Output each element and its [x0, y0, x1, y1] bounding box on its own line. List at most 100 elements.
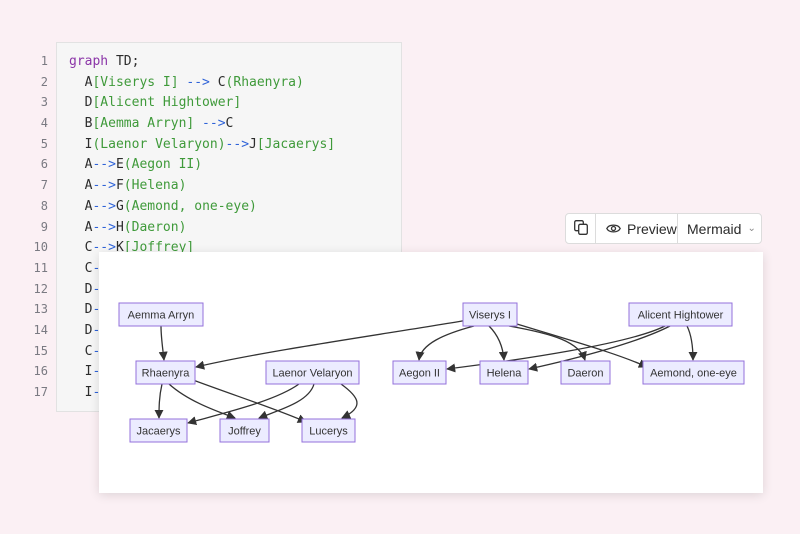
code-token: (Daeron): [123, 219, 187, 235]
code-token: -: [92, 385, 101, 400]
line-number: 3: [40, 95, 48, 110]
code-token: -->: [225, 136, 250, 152]
code-line: D-: [69, 280, 401, 301]
code-token: C: [69, 240, 93, 256]
code-line: D-: [69, 300, 401, 321]
node-F: Helena: [479, 360, 529, 385]
code-token: -->: [178, 74, 218, 90]
code-line: C-: [69, 259, 401, 280]
code-token: [Joffrey]: [123, 240, 195, 256]
code-line: D-: [69, 321, 401, 342]
code-token: A: [69, 198, 93, 214]
node-B: Aemma Arryn: [118, 302, 204, 327]
edge-C-L: [192, 379, 307, 423]
code-token: I: [69, 385, 93, 400]
line-number: 1: [40, 54, 48, 68]
node-box: [462, 302, 518, 327]
code-token: -: [92, 343, 101, 359]
line-number: 5: [40, 136, 48, 151]
preview-button[interactable]: Preview: [596, 214, 678, 243]
node-box: [479, 360, 529, 385]
code-token: [Aemma Arryn]: [92, 116, 195, 132]
code-line: C-->K[Joffrey]: [69, 238, 401, 259]
code-token: -->: [92, 157, 116, 173]
node-box: [129, 418, 188, 443]
node-A: Viserys I: [462, 302, 518, 327]
line-number: 13: [33, 302, 48, 317]
node-label: Rhaenyra: [142, 368, 191, 380]
code-token: -: [92, 364, 101, 380]
node-H: Daeron: [560, 360, 611, 385]
code-token: I: [69, 364, 93, 380]
edge-I-J: [187, 383, 300, 426]
code-token: (Helena): [123, 178, 187, 194]
code-line: A-->G(Aemond, one-eye): [69, 197, 401, 218]
code-token: [Alicent Hightower]: [92, 95, 242, 111]
preview-label: Preview: [627, 220, 677, 237]
code-token: -->: [92, 198, 116, 214]
edge-C-J: [154, 383, 164, 419]
chevron-down-icon: ⌄: [747, 223, 756, 234]
line-number: 17: [33, 385, 48, 399]
code-token: C: [69, 343, 93, 359]
edge-A-H: [508, 325, 587, 361]
node-label: Jacaerys: [136, 426, 181, 438]
node-L: Lucerys: [301, 418, 356, 443]
node-I: Laenor Velaryon: [265, 360, 360, 385]
copy-icon: [573, 219, 588, 238]
node-label: Aegon II: [399, 368, 440, 380]
line-number: 15: [33, 343, 48, 358]
code-token: A: [69, 219, 93, 235]
edge-I-L: [340, 383, 358, 419]
node-E: Aegon II: [392, 360, 447, 385]
code-line: graph TD;: [69, 52, 401, 73]
code-line: I-: [69, 383, 401, 404]
code-token: -: [92, 281, 101, 297]
edge-D-G: [686, 325, 698, 361]
edge-A-C: [195, 319, 469, 370]
preview-toolbar: Preview Mermaid ⌄: [565, 213, 762, 244]
line-number: 12: [33, 281, 48, 296]
code-token: J: [249, 136, 257, 152]
node-box: [118, 302, 204, 327]
line-number: 10: [33, 240, 48, 255]
code-token: A: [69, 157, 93, 173]
node-D: Alicent Hightower: [628, 302, 733, 327]
node-G: Aemond, one-eye: [642, 360, 745, 385]
node-K: Joffrey: [219, 418, 270, 443]
node-box: [219, 418, 270, 443]
line-number: 6: [40, 157, 48, 172]
code-token: -->: [92, 240, 116, 256]
line-number: 9: [40, 219, 48, 234]
line-number: 16: [33, 364, 48, 379]
node-box: [301, 418, 356, 443]
code-token: TD;: [108, 54, 140, 69]
code-line: A[Viserys I] --> C(Rhaenyra): [69, 73, 401, 94]
code-line: C-: [69, 342, 401, 363]
line-number: 2: [40, 74, 48, 89]
diagram-type-dropdown[interactable]: Mermaid ⌄: [678, 214, 761, 243]
code-token: (Aemond, one-eye): [123, 198, 257, 214]
node-label: Daeron: [567, 368, 603, 380]
code-line: A-->H(Daeron): [69, 218, 401, 239]
node-label: Alicent Hightower: [638, 310, 724, 322]
node-J: Jacaerys: [129, 418, 188, 443]
node-box: [642, 360, 745, 385]
node-box: [628, 302, 733, 327]
line-number: 8: [40, 198, 48, 213]
copy-button[interactable]: [566, 214, 596, 243]
code-token: [Viserys I]: [92, 74, 179, 90]
node-box: [560, 360, 611, 385]
edge-D-F: [528, 325, 671, 372]
code-line: A-->F(Helena): [69, 176, 401, 197]
diagram-type-label: Mermaid: [687, 220, 742, 237]
flowchart-diagram: Aemma Arryn Viserys I Alicent HightowerRha…: [118, 302, 745, 443]
code-token: D: [69, 281, 93, 297]
code-token: -->: [194, 116, 226, 132]
node-C: Rhaenyra: [135, 360, 196, 385]
code-line: I-: [69, 362, 401, 383]
code-token: (Laenor Velaryon): [92, 136, 226, 152]
code-token: H: [115, 219, 124, 235]
